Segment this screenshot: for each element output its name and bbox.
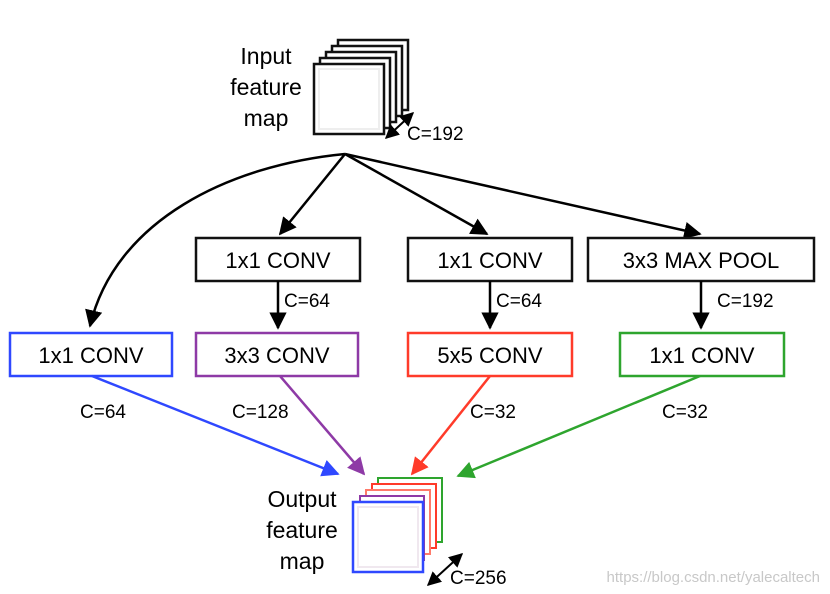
branch-4-top-channels: C=192 — [717, 291, 774, 312]
branch-3-bottom-box — [406, 331, 574, 378]
branch-1-bottom-label: 1x1 CONV — [38, 343, 143, 368]
output-channel-indicator — [426, 553, 464, 586]
branch-4-out-channels: C=32 — [662, 402, 708, 423]
branch-2-bottom-label: 3x3 CONV — [224, 343, 329, 368]
input-channel-indicator — [384, 112, 415, 139]
output-map-inner-shade — [357, 506, 419, 568]
branch-4-output-arrow — [456, 374, 701, 479]
branch-2-top-channels: C=64 — [284, 291, 330, 312]
branch-2-top-label: 1x1 CONV — [225, 248, 330, 273]
branch-2-top-box — [194, 236, 362, 283]
input-channels: C=192 — [407, 124, 464, 145]
branch-1-output-arrow — [91, 374, 340, 477]
branch-2-bottom-box — [194, 331, 360, 378]
branch-3-out-channels: C=32 — [470, 402, 516, 423]
branch-3-output-arrow — [410, 375, 491, 476]
branch-4-bottom-label: 1x1 CONV — [649, 343, 754, 368]
branch-3-bottom-label: 5x5 CONV — [437, 343, 542, 368]
input-map-layer — [312, 62, 386, 136]
output-label-line-2: feature — [266, 517, 338, 543]
input-label-line-1: Input — [240, 43, 292, 69]
input-feature-map — [312, 38, 410, 136]
output-map-layer-blue — [351, 500, 425, 574]
output-channels: C=256 — [450, 568, 507, 589]
split-arrow-branch-4 — [344, 152, 702, 240]
output-label-line-1: Output — [267, 486, 337, 512]
output-label-line-3: map — [280, 548, 325, 574]
branch-3-top-box — [406, 236, 574, 283]
output-feature-map — [351, 477, 443, 574]
input-label-line-2: feature — [230, 74, 302, 100]
branch-2-output-arrow — [279, 375, 366, 476]
branch-1-out-channels: C=64 — [80, 402, 126, 423]
branch-2-out-channels: C=128 — [232, 402, 289, 423]
branch-3-top-channels: C=64 — [496, 291, 542, 312]
input-map-inner-shade — [318, 68, 380, 130]
split-arrow-branch-2 — [278, 153, 346, 236]
split-arrows — [85, 152, 702, 328]
branch-4-bottom-box — [618, 331, 786, 378]
branch-3-top-label: 1x1 CONV — [437, 248, 542, 273]
watermark: https://blog.csdn.net/yalecaltech — [606, 569, 820, 586]
branch-4-top-label: 3x3 MAX POOL — [623, 248, 780, 273]
split-arrow-branch-3 — [344, 152, 489, 236]
split-arrow-branch-1 — [85, 152, 346, 328]
branch-1-bottom-box — [8, 331, 174, 378]
input-label-line-3: map — [244, 105, 289, 131]
